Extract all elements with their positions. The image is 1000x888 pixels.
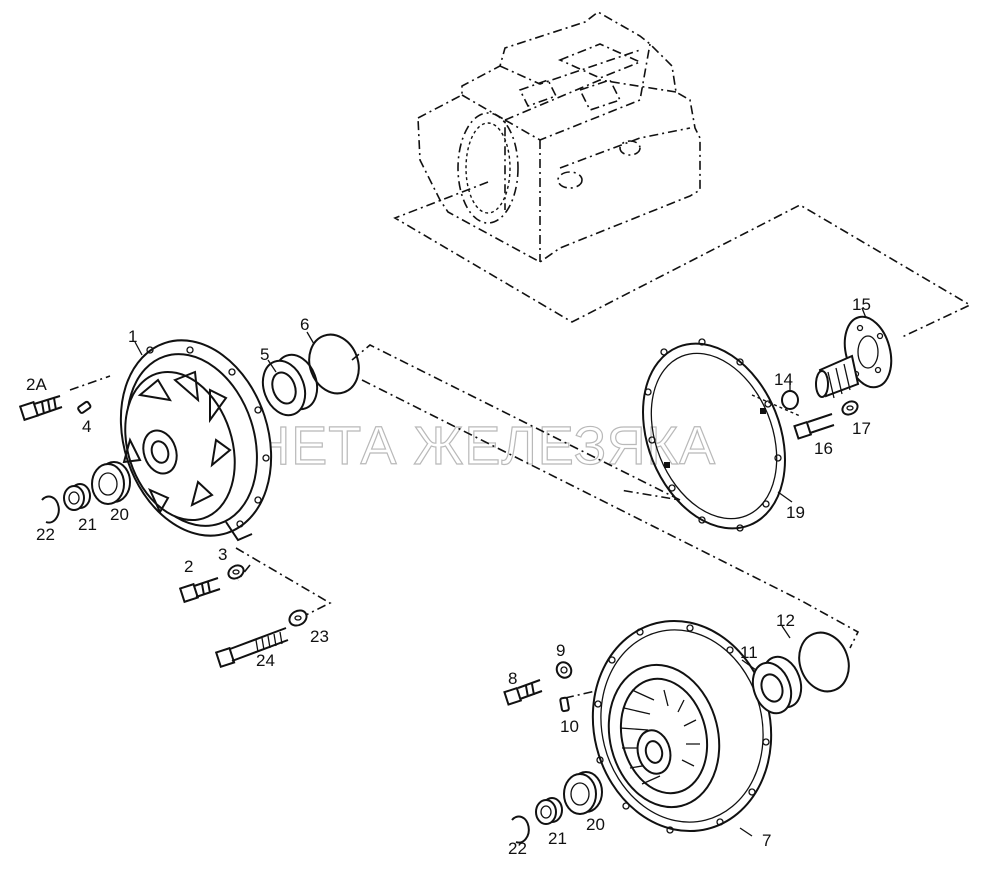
callout-8: 8 (508, 669, 517, 688)
housing-phantom (417, 11, 701, 263)
bushing-21-upper (63, 483, 91, 511)
callout-12: 12 (776, 611, 795, 630)
callout-21-upper: 21 (78, 515, 97, 534)
callout-22-lower: 22 (508, 839, 527, 858)
callout-15: 15 (852, 295, 871, 314)
seal-20-upper (91, 461, 131, 505)
pump-housing-part-1 (119, 339, 273, 542)
long-bolt-24 (214, 627, 289, 669)
callout-5: 5 (260, 345, 269, 364)
gasket-19 (642, 338, 786, 532)
washer-3 (227, 564, 245, 580)
pin-4 (77, 400, 92, 414)
washer-23 (288, 609, 308, 627)
snap-ring-12 (798, 631, 850, 693)
snap-ring-6 (308, 333, 360, 395)
callout-14: 14 (774, 370, 793, 389)
bolt-8 (503, 679, 543, 706)
callout-21-lower: 21 (548, 829, 567, 848)
callout-11: 11 (740, 643, 758, 662)
bearing-11 (751, 655, 803, 715)
callout-17: 17 (852, 419, 871, 438)
callout-23: 23 (310, 627, 329, 646)
bolt-2 (178, 577, 221, 604)
bolt-16 (793, 413, 835, 440)
leader-lines (134, 307, 867, 837)
callout-labels: 1 2A 4 5 6 22 21 20 2 3 23 24 14 15 16 1… (26, 295, 871, 858)
bolt-2a (18, 395, 63, 422)
washer-17 (841, 400, 859, 416)
callout-22-upper: 22 (36, 525, 55, 544)
seal-20-lower (563, 771, 603, 815)
callout-2: 2 (184, 557, 193, 576)
pin-10 (559, 696, 570, 713)
washer-9 (555, 661, 573, 679)
callout-20-lower: 20 (586, 815, 605, 834)
callout-19: 19 (786, 503, 805, 522)
assembly-lines (69, 181, 972, 699)
callout-20-upper: 20 (110, 505, 129, 524)
callout-10: 10 (560, 717, 579, 736)
callout-9: 9 (556, 641, 565, 660)
drive-flange-15 (815, 315, 893, 399)
callout-4: 4 (82, 417, 91, 436)
bushing-21-lower (535, 797, 563, 825)
callout-3: 3 (218, 545, 227, 564)
impeller-part-7 (591, 619, 773, 834)
callout-7: 7 (762, 831, 771, 850)
callout-16: 16 (814, 439, 833, 458)
callout-6: 6 (300, 315, 309, 334)
circlip-22-upper (41, 495, 60, 524)
circlip-22-lower (511, 815, 530, 844)
bearing-5 (261, 353, 319, 417)
callout-24: 24 (256, 651, 275, 670)
o-ring-14 (781, 390, 799, 410)
callout-1: 1 (128, 327, 137, 346)
callout-2a: 2A (26, 375, 47, 394)
